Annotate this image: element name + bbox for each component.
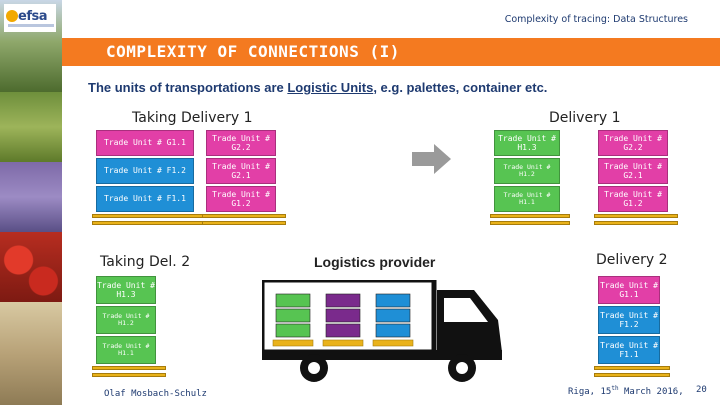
truck-pallet [272, 339, 314, 347]
trade-unit-box: Trade Unit # G2.1 [206, 158, 276, 184]
efsa-logo: efsa [4, 4, 56, 32]
page-number: 20 [696, 385, 707, 395]
title-banner: COMPLEXITY OF CONNECTIONS (I) [62, 38, 720, 66]
header-title: Complexity of tracing: Data Structures [504, 14, 688, 25]
footer-place-date-sup: th [611, 385, 619, 392]
trade-unit-box: Trade Unit # H1.1 [494, 186, 560, 212]
pallet-plank [594, 366, 670, 370]
photo-grass [0, 92, 62, 162]
truck-crate [325, 308, 361, 323]
pallet-plank [92, 221, 204, 225]
truck-pallet [372, 339, 414, 347]
pallet-plank [202, 221, 286, 225]
pallet-plank [594, 214, 678, 218]
label-taking-del-2: Taking Del. 2 [100, 254, 191, 270]
pallet-plank [92, 366, 166, 370]
trade-unit-box: Trade Unit # F1.1 [598, 336, 660, 364]
subtitle-highlight: Logistic Units [287, 80, 374, 95]
truck-crate [275, 308, 311, 323]
trade-unit-box: Trade Unit # G1.1 [598, 276, 660, 304]
trade-unit-box: Trade Unit # H1.2 [494, 158, 560, 184]
photo-strip [0, 0, 62, 405]
trade-unit-box: Trade Unit # H1.1 [96, 336, 156, 364]
subtitle-text-before: The units of transportations are [88, 80, 288, 95]
trade-unit-box: Trade Unit # F1.2 [598, 306, 660, 334]
trade-unit-box: Trade Unit # G1.2 [598, 186, 668, 212]
trade-unit-box: Trade Unit # G2.1 [598, 158, 668, 184]
pallet-plank [594, 373, 670, 377]
pallet [92, 366, 166, 378]
trade-unit-box: Trade Unit # G2.2 [598, 130, 668, 156]
logo-mark-icon [6, 10, 18, 22]
truck-crate [275, 293, 311, 308]
pallet-plank [490, 214, 570, 218]
pallet-plank [202, 214, 286, 218]
logo-text: efsa [18, 9, 47, 24]
truck-icon [262, 280, 502, 382]
footer-place-date: Riga, 15th March 2016, [568, 385, 684, 397]
footer-place-date-before: Riga, 15 [568, 387, 612, 397]
photo-produce [0, 302, 62, 405]
pallet [490, 214, 570, 226]
truck-crate [375, 293, 411, 308]
trade-unit-box: Trade Unit # G2.2 [206, 130, 276, 156]
subtitle: The units of transportations are Logisti… [88, 80, 547, 95]
label-delivery-1: Delivery 1 [549, 110, 621, 126]
trade-unit-box: Trade Unit # F1.1 [96, 186, 194, 212]
trade-unit-box: Trade Unit # H1.3 [96, 276, 156, 304]
label-logistics-provider: Logistics provider [314, 254, 436, 270]
footer-place-date-after: March 2016, [618, 387, 684, 397]
truck-crate [275, 323, 311, 338]
trade-unit-box: Trade Unit # H1.2 [96, 306, 156, 334]
right-arrow-icon [412, 144, 451, 174]
trade-unit-box: Trade Unit # H1.3 [494, 130, 560, 156]
logo-subtext [8, 24, 54, 27]
footer-author: Olaf Mosbach-Schulz [104, 389, 207, 399]
trade-unit-box: Trade Unit # G1.2 [206, 186, 276, 212]
label-delivery-2: Delivery 2 [596, 252, 668, 268]
trade-unit-box: Trade Unit # G1.1 [96, 130, 194, 156]
slide-title: COMPLEXITY OF CONNECTIONS (I) [106, 42, 400, 61]
truck-crate [325, 293, 361, 308]
photo-tomatoes [0, 232, 62, 302]
trade-unit-box: Trade Unit # F1.2 [96, 158, 194, 184]
truck-crate [375, 308, 411, 323]
pallet-plank [594, 221, 678, 225]
truck-crate [375, 323, 411, 338]
pallet-plank [490, 221, 570, 225]
pallet [92, 214, 204, 226]
truck-pallet [322, 339, 364, 347]
pallet [594, 366, 670, 378]
pallet-plank [92, 373, 166, 377]
pallet [202, 214, 286, 226]
pallet-plank [92, 214, 204, 218]
truck-crate [325, 323, 361, 338]
pallet [594, 214, 678, 226]
subtitle-text-after: , e.g. palettes, container etc. [373, 80, 548, 95]
photo-flowers [0, 162, 62, 232]
label-taking-delivery-1: Taking Delivery 1 [132, 110, 253, 126]
